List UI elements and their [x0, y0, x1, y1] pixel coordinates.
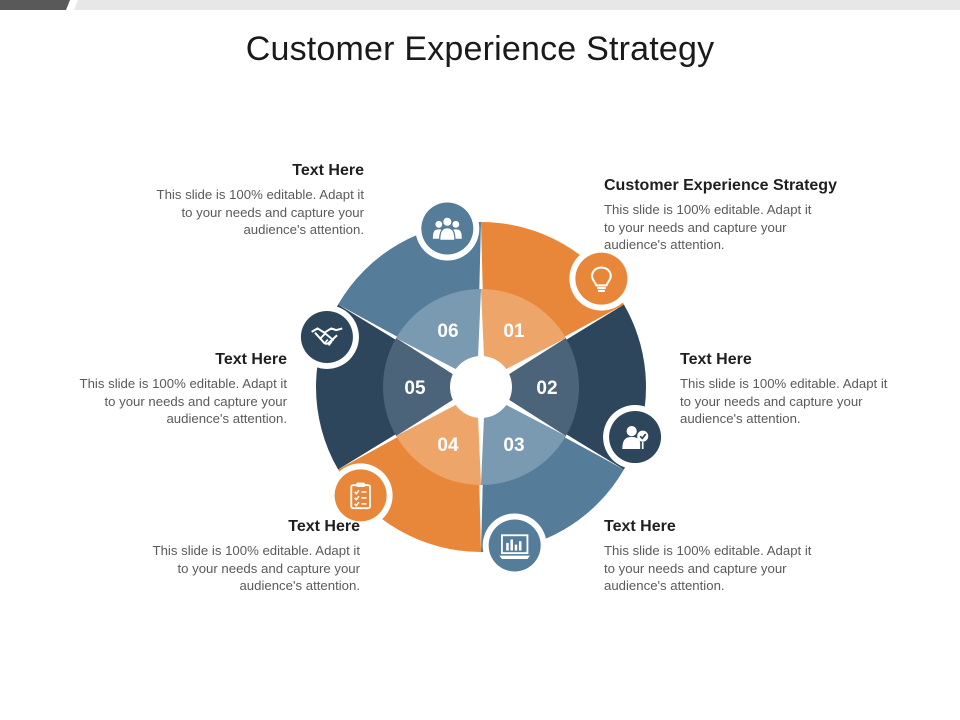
block-05-line-2: to your needs and capture your	[104, 393, 287, 409]
segment-05-number: 05	[404, 378, 426, 399]
block-03-body: This slide is 100% editable. Adapt it to…	[604, 542, 904, 595]
segment-02-inner	[489, 338, 579, 436]
block-02-line-2: to your needs and capture your	[680, 393, 863, 409]
block-04-body: This slide is 100% editable. Adapt it to…	[60, 542, 360, 595]
block-05-body: This slide is 100% editable. Adapt it to…	[10, 375, 287, 428]
text-block-03: Text Here This slide is 100% editable. A…	[604, 518, 904, 595]
text-block-05: Text Here This slide is 100% editable. A…	[10, 351, 287, 428]
block-06-line-1: This slide is 100% editable. Adapt it	[156, 187, 364, 202]
block-02-body: This slide is 100% editable. Adapt it to…	[680, 375, 950, 428]
segment-04	[338, 393, 481, 552]
block-05-line-1: This slide is 100% editable. Adapt it	[79, 376, 287, 391]
segment-02-number: 02	[536, 378, 557, 399]
icon-layer	[294, 196, 668, 578]
block-06-title: Text Here	[292, 162, 364, 179]
segment-04-number: 04	[437, 435, 459, 456]
user-check-icon-disc	[609, 411, 662, 464]
slide-title: Customer Experience Strategy	[245, 30, 715, 68]
segment-03	[481, 393, 624, 552]
top-bar-dark-segment	[0, 0, 70, 10]
center-hole	[450, 356, 512, 418]
block-01-line-1: This slide is 100% editable. Adapt it	[604, 202, 812, 217]
text-block-01: Customer Experience Strategy This slide …	[604, 177, 904, 254]
block-06-body: This slide is 100% editable. Adapt it to…	[64, 186, 364, 239]
lightbulb-icon-disc	[575, 252, 628, 305]
block-04-line-2: to your needs and capture your	[177, 560, 360, 576]
block-05-title: Text Here	[215, 351, 287, 368]
top-bar-grey-segment	[74, 0, 960, 10]
block-01-line-3: audience's attention.	[604, 237, 725, 252]
team-icon	[415, 196, 480, 261]
block-04-line-3: audience's attention.	[239, 578, 360, 593]
block-03-line-3: audience's attention.	[604, 578, 725, 593]
block-02-line-3: audience's attention.	[680, 411, 801, 426]
segment-03-number: 03	[503, 435, 524, 456]
block-05-line-3: audience's attention.	[166, 411, 287, 426]
block-06-line-2: to your needs and capture your	[181, 204, 364, 220]
number-layer: 01 02 03 04 05 06	[404, 321, 557, 456]
segment-06-number: 06	[437, 321, 458, 342]
segment-06-inner	[396, 289, 481, 381]
block-03-line-2: to your needs and capture your	[604, 560, 787, 576]
block-01-title: Customer Experience Strategy	[604, 177, 837, 194]
text-block-02: Text Here This slide is 100% editable. A…	[680, 351, 950, 428]
segment-05-inner	[382, 338, 473, 436]
text-block-06: Text Here This slide is 100% editable. A…	[64, 162, 364, 239]
block-03-line-1: This slide is 100% editable. Adapt it	[604, 543, 812, 558]
segment-01-inner	[481, 289, 566, 381]
segment-04-inner	[396, 393, 481, 485]
block-03-title: Text Here	[604, 518, 676, 535]
segment-06	[338, 222, 481, 381]
segment-03-inner	[481, 393, 566, 485]
clipboard-checklist-icon	[328, 463, 393, 528]
segment-layer	[316, 222, 646, 552]
block-06-line-3: audience's attention.	[243, 222, 364, 237]
lightbulb-icon	[569, 246, 634, 311]
block-04-title: Text Here	[288, 518, 360, 535]
block-01-line-2: to your needs and capture your	[604, 219, 787, 235]
presentation-chart-icon	[482, 513, 547, 578]
handshake-icon	[294, 304, 359, 369]
block-01-body: This slide is 100% editable. Adapt it to…	[604, 201, 904, 254]
handshake-icon-disc	[300, 310, 353, 363]
block-02-line-1: This slide is 100% editable. Adapt it	[680, 376, 888, 391]
block-04-line-1: This slide is 100% editable. Adapt it	[152, 543, 360, 558]
clipboard-checklist-icon-disc	[334, 469, 387, 522]
top-decor-bar	[0, 0, 960, 10]
segment-01	[481, 222, 624, 381]
text-block-04: Text Here This slide is 100% editable. A…	[60, 518, 360, 595]
user-check-icon	[603, 405, 668, 470]
block-02-title: Text Here	[680, 351, 752, 368]
segment-01-number: 01	[503, 321, 525, 342]
